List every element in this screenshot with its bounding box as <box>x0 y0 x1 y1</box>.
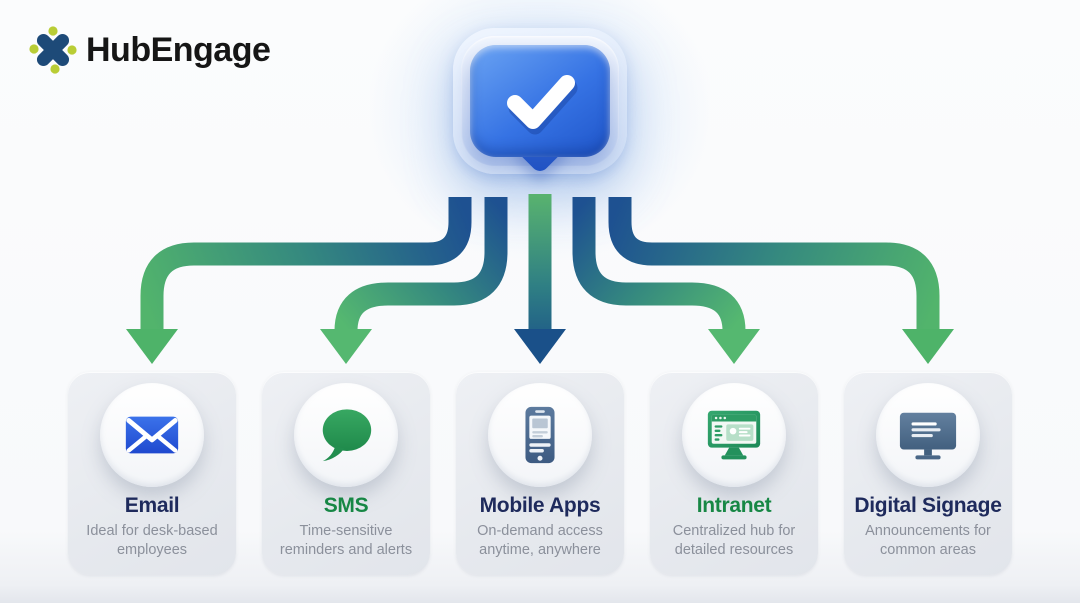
channel-card-intranet: Intranet Centralized hub for detailed re… <box>650 372 818 575</box>
arrowhead-sms <box>320 329 372 364</box>
channel-title: Mobile Apps <box>479 494 601 517</box>
smartphone-icon <box>525 406 555 464</box>
arrow-line-intranet <box>572 197 746 332</box>
logo: HubEngage <box>27 24 271 76</box>
intranet-icon-circle <box>682 383 786 487</box>
channel-title: Digital Signage <box>854 494 1002 517</box>
bubble-face <box>470 45 610 157</box>
channel-description: Time-sensitive reminders and alerts <box>279 523 413 558</box>
check-bubble-icon <box>453 28 627 175</box>
arrow-line-signage <box>608 197 940 331</box>
channel-title: Email <box>124 494 180 517</box>
arrow-line-sms <box>334 197 508 332</box>
tv-icon <box>899 412 957 460</box>
channel-card-email: Email Ideal for desk-based employees <box>68 372 236 575</box>
sms-icon-circle <box>294 383 398 487</box>
arrowhead-mobile <box>514 329 566 364</box>
channel-title: SMS <box>323 494 369 517</box>
mobile-icon-circle <box>488 383 592 487</box>
email-icon-circle <box>100 383 204 487</box>
channel-description: Centralized hub for detailed resources <box>672 523 796 558</box>
logo-text: HubEngage <box>86 30 271 69</box>
channel-description: Ideal for desk-based employees <box>86 523 218 558</box>
channel-card-digital-signage: Digital Signage Announcements for common… <box>844 372 1012 575</box>
checkmark-icon <box>470 45 610 157</box>
hubengage-logo-icon <box>29 26 77 74</box>
channel-description: On-demand access anytime, anywhere <box>477 523 603 558</box>
monitor-browser-icon <box>707 410 761 460</box>
chat-bubble-icon <box>322 409 372 462</box>
channel-card-sms: SMS Time-sensitive reminders and alerts <box>262 372 430 575</box>
channel-title: Intranet <box>696 494 772 517</box>
arrow-line-email <box>140 197 472 331</box>
arrowhead-email <box>126 329 178 364</box>
signage-icon-circle <box>876 383 980 487</box>
envelope-icon <box>125 416 179 454</box>
channel-card-mobile-apps: Mobile Apps On-demand access anytime, an… <box>456 372 624 575</box>
arrowhead-signage <box>902 329 954 364</box>
arrowhead-intranet <box>708 329 760 364</box>
channel-description: Announcements for common areas <box>865 523 991 558</box>
